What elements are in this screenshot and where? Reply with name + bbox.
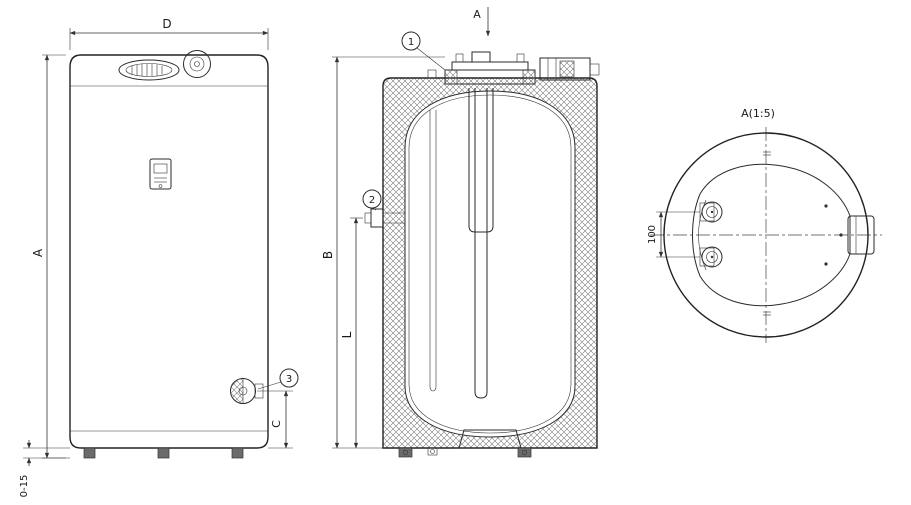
element-sleeve	[468, 88, 494, 233]
dimension-a: A	[31, 54, 66, 459]
dimension-d: D	[69, 17, 269, 50]
callout-1-label: 1	[408, 37, 414, 48]
callout-3: 3	[257, 368, 299, 390]
outer-jacket	[382, 77, 598, 449]
bottom-support-feet	[398, 429, 532, 458]
cover-screw-dots	[824, 204, 843, 266]
callout-2: 2	[362, 189, 382, 211]
dimension-l: L	[340, 217, 363, 449]
dim-foot-range-label: 0-15	[19, 475, 30, 498]
dim-c-label: C	[270, 420, 283, 428]
top-flange-assembly	[427, 51, 536, 85]
top-grille	[118, 59, 180, 81]
insulation-hatch	[383, 78, 597, 448]
callout-2-label: 2	[369, 195, 375, 206]
drain-fitting	[230, 378, 264, 404]
callout-1: 1	[401, 31, 446, 71]
dim-d-label: D	[162, 17, 171, 31]
rating-badge	[149, 158, 172, 190]
dim-a-label: A	[31, 248, 45, 257]
top-view-title: A(1:5)	[741, 107, 775, 120]
dimension-c: C	[257, 390, 293, 449]
port-top	[699, 201, 723, 223]
dim-b-label: B	[321, 251, 335, 259]
section-cut-label: A	[473, 8, 481, 21]
dim-100-label: 100	[647, 225, 658, 244]
cover-outline	[692, 163, 851, 307]
dimension-100: 100	[647, 211, 700, 258]
shell-circle	[663, 132, 869, 338]
inner-vessel	[404, 90, 576, 438]
front-view: D A 0-15 C 3	[19, 17, 299, 497]
top-cap	[183, 50, 211, 78]
element-tube	[474, 88, 488, 399]
top-view: A(1:5)	[647, 107, 882, 343]
front-feet	[83, 447, 244, 459]
weld-marks	[763, 151, 771, 316]
thermostat-housing	[539, 57, 600, 81]
section-cut-arrow: A	[473, 7, 491, 37]
side-inlet-fitting	[364, 208, 405, 228]
dimension-foot-range: 0-15	[19, 440, 70, 497]
section-view: A	[321, 7, 600, 458]
dim-l-label: L	[340, 331, 354, 338]
callout-3-label: 3	[286, 374, 292, 385]
dip-tube	[429, 110, 437, 392]
port-bottom	[699, 246, 723, 268]
front-tank-outline	[69, 54, 269, 449]
inner-vessel-wall	[408, 94, 572, 434]
junction-box	[847, 215, 875, 255]
